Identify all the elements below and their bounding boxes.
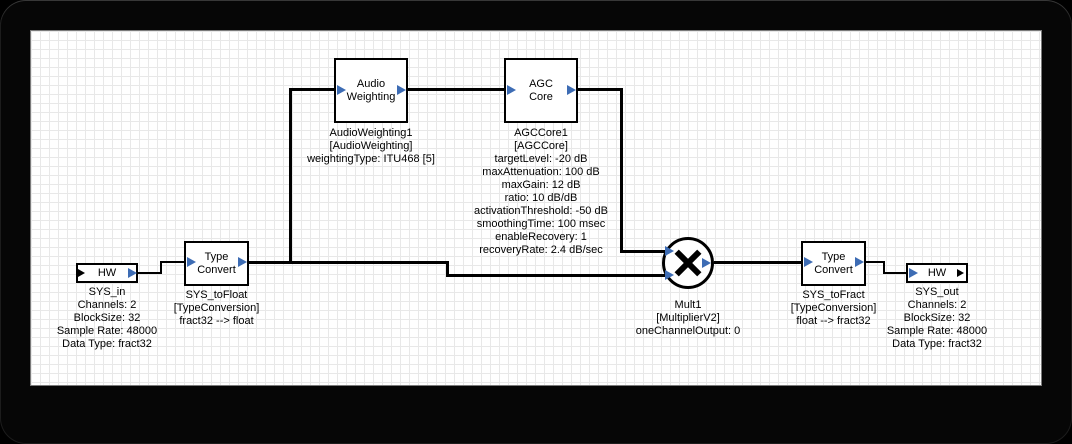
block-title: AGC — [529, 77, 553, 90]
wire-typeconvert-to-hwout[interactable] — [883, 261, 885, 274]
block-label: float --> fract32 — [796, 315, 871, 327]
block-label: Sample Rate: 48000 — [886, 325, 988, 337]
block-label: ratio: 10 dB/dB — [504, 192, 578, 204]
hw-output-labels: SYS_out Channels: 2 BlockSize: 32 Sample… — [867, 286, 1007, 351]
type-convert-in-labels: SYS_toFloat [TypeConversion] fract32 -->… — [141, 289, 292, 328]
agc-core-block[interactable]: AGC Core — [504, 58, 578, 123]
wire-hwin-to-typeconvert[interactable] — [160, 261, 186, 263]
audio-weighting-output-pin-icon[interactable] — [397, 85, 406, 95]
type-convert-in-input-pin-icon[interactable] — [187, 257, 196, 267]
block-label: BlockSize: 32 — [73, 312, 141, 324]
wire-mult-to-typeconvert[interactable] — [714, 261, 801, 264]
multiplier-input1-pin-icon[interactable] — [665, 246, 674, 256]
wire-step-down[interactable] — [446, 261, 449, 276]
block-label: AudioWeighting1 — [329, 127, 413, 139]
audio-weighting-block[interactable]: Audio Weighting — [334, 58, 408, 123]
type-convert-out-output-pin-icon[interactable] — [855, 257, 864, 267]
block-label: Channels: 2 — [907, 299, 967, 311]
block-label: fract32 --> float — [179, 315, 254, 327]
block-label: targetLevel: -20 dB — [494, 153, 588, 165]
block-label: [AudioWeighting] — [329, 140, 413, 152]
block-label: SYS_toFract — [802, 289, 865, 301]
block-label: SYS_toFloat — [185, 289, 248, 301]
block-label: Data Type: fract32 — [892, 338, 982, 350]
block-title: Core — [529, 90, 553, 103]
block-title: Type — [204, 250, 229, 263]
type-convert-in-output-pin-icon[interactable] — [238, 257, 247, 267]
multiplier-output-pin-icon[interactable] — [702, 258, 711, 268]
block-label: Sample Rate: 48000 — [56, 325, 158, 337]
wire-typeconvert-to-hwout[interactable] — [866, 261, 885, 263]
block-label: Mult1 — [674, 299, 702, 311]
block-label: Channels: 2 — [77, 299, 137, 311]
hw-input-output-pin-icon[interactable] — [128, 268, 137, 278]
hw-output-title: HW — [927, 266, 947, 279]
audio-weighting-input-pin-icon[interactable] — [337, 85, 346, 95]
multiplier-labels: Mult1 [MultiplierV2] oneChannelOutput: 0 — [598, 299, 778, 338]
block-label: SYS_in — [88, 286, 126, 298]
block-label: [AGCCore] — [514, 140, 568, 152]
block-label: activationThreshold: -50 dB — [474, 205, 608, 217]
block-label: Data Type: fract32 — [62, 338, 152, 350]
wire-agc-out[interactable] — [578, 88, 623, 91]
audio-weighting-labels: AudioWeighting1 [AudioWeighting] weighti… — [271, 127, 471, 166]
hw-input-labels: SYS_in Channels: 2 BlockSize: 32 Sample … — [37, 286, 177, 351]
block-label: oneChannelOutput: 0 — [635, 325, 741, 337]
hw-output-arrow-icon — [957, 269, 964, 277]
block-title: Audio — [356, 77, 386, 90]
block-label: enableRecovery: 1 — [495, 231, 587, 243]
agc-core-labels: AGCCore1 [AGCCore] targetLevel: -20 dB m… — [436, 127, 646, 257]
block-label: SYS_out — [915, 286, 959, 298]
block-label: BlockSize: 32 — [903, 312, 971, 324]
hw-input-block[interactable]: HW — [76, 263, 138, 283]
wire-audioweighting-to-agc[interactable] — [408, 88, 504, 91]
hw-output-input-pin-icon[interactable] — [909, 268, 918, 278]
agc-core-output-pin-icon[interactable] — [567, 85, 576, 95]
block-title: Type — [821, 250, 846, 263]
wire-agc-to-mult-top[interactable] — [620, 250, 666, 253]
block-title: Weighting — [346, 90, 396, 103]
block-label: maxGain: 12 dB — [501, 179, 581, 191]
schematic-canvas[interactable]: HW SYS_in Channels: 2 BlockSize: 32 Samp… — [30, 30, 1042, 386]
block-label: [TypeConversion] — [173, 302, 260, 314]
type-convert-out-input-pin-icon[interactable] — [804, 257, 813, 267]
block-label: AGCCore1 — [514, 127, 568, 139]
type-convert-out-labels: SYS_toFract [TypeConversion] float --> f… — [758, 289, 909, 328]
wire-typeconvert-out[interactable] — [249, 261, 448, 264]
block-label: [TypeConversion] — [790, 302, 877, 314]
block-label: recoveryRate: 2.4 dB/sec — [479, 244, 603, 256]
block-label: [MultiplierV2] — [656, 312, 720, 324]
agc-core-input-pin-icon[interactable] — [507, 85, 516, 95]
block-label: smoothingTime: 100 msec — [476, 218, 606, 230]
wire-branch-up[interactable] — [289, 88, 292, 264]
hw-output-block[interactable]: HW — [906, 263, 968, 283]
hw-input-title: HW — [97, 266, 117, 279]
block-title: Convert — [197, 263, 236, 276]
hw-input-arrow-icon — [78, 269, 85, 277]
block-title: Convert — [814, 263, 853, 276]
wire-hwin-to-typeconvert[interactable] — [138, 272, 162, 274]
block-label: maxAttenuation: 100 dB — [482, 166, 600, 178]
wire-hwin-to-typeconvert[interactable] — [160, 261, 162, 274]
block-label: weightingType: ITU468 [5] — [307, 153, 435, 165]
wire-typeconvert-to-hwout[interactable] — [883, 272, 906, 274]
wire-to-audioweighting[interactable] — [289, 88, 335, 91]
wire-agc-down[interactable] — [620, 88, 623, 253]
wire-to-mult-bottom[interactable] — [446, 274, 666, 277]
multiplier-input2-pin-icon[interactable] — [665, 270, 674, 280]
